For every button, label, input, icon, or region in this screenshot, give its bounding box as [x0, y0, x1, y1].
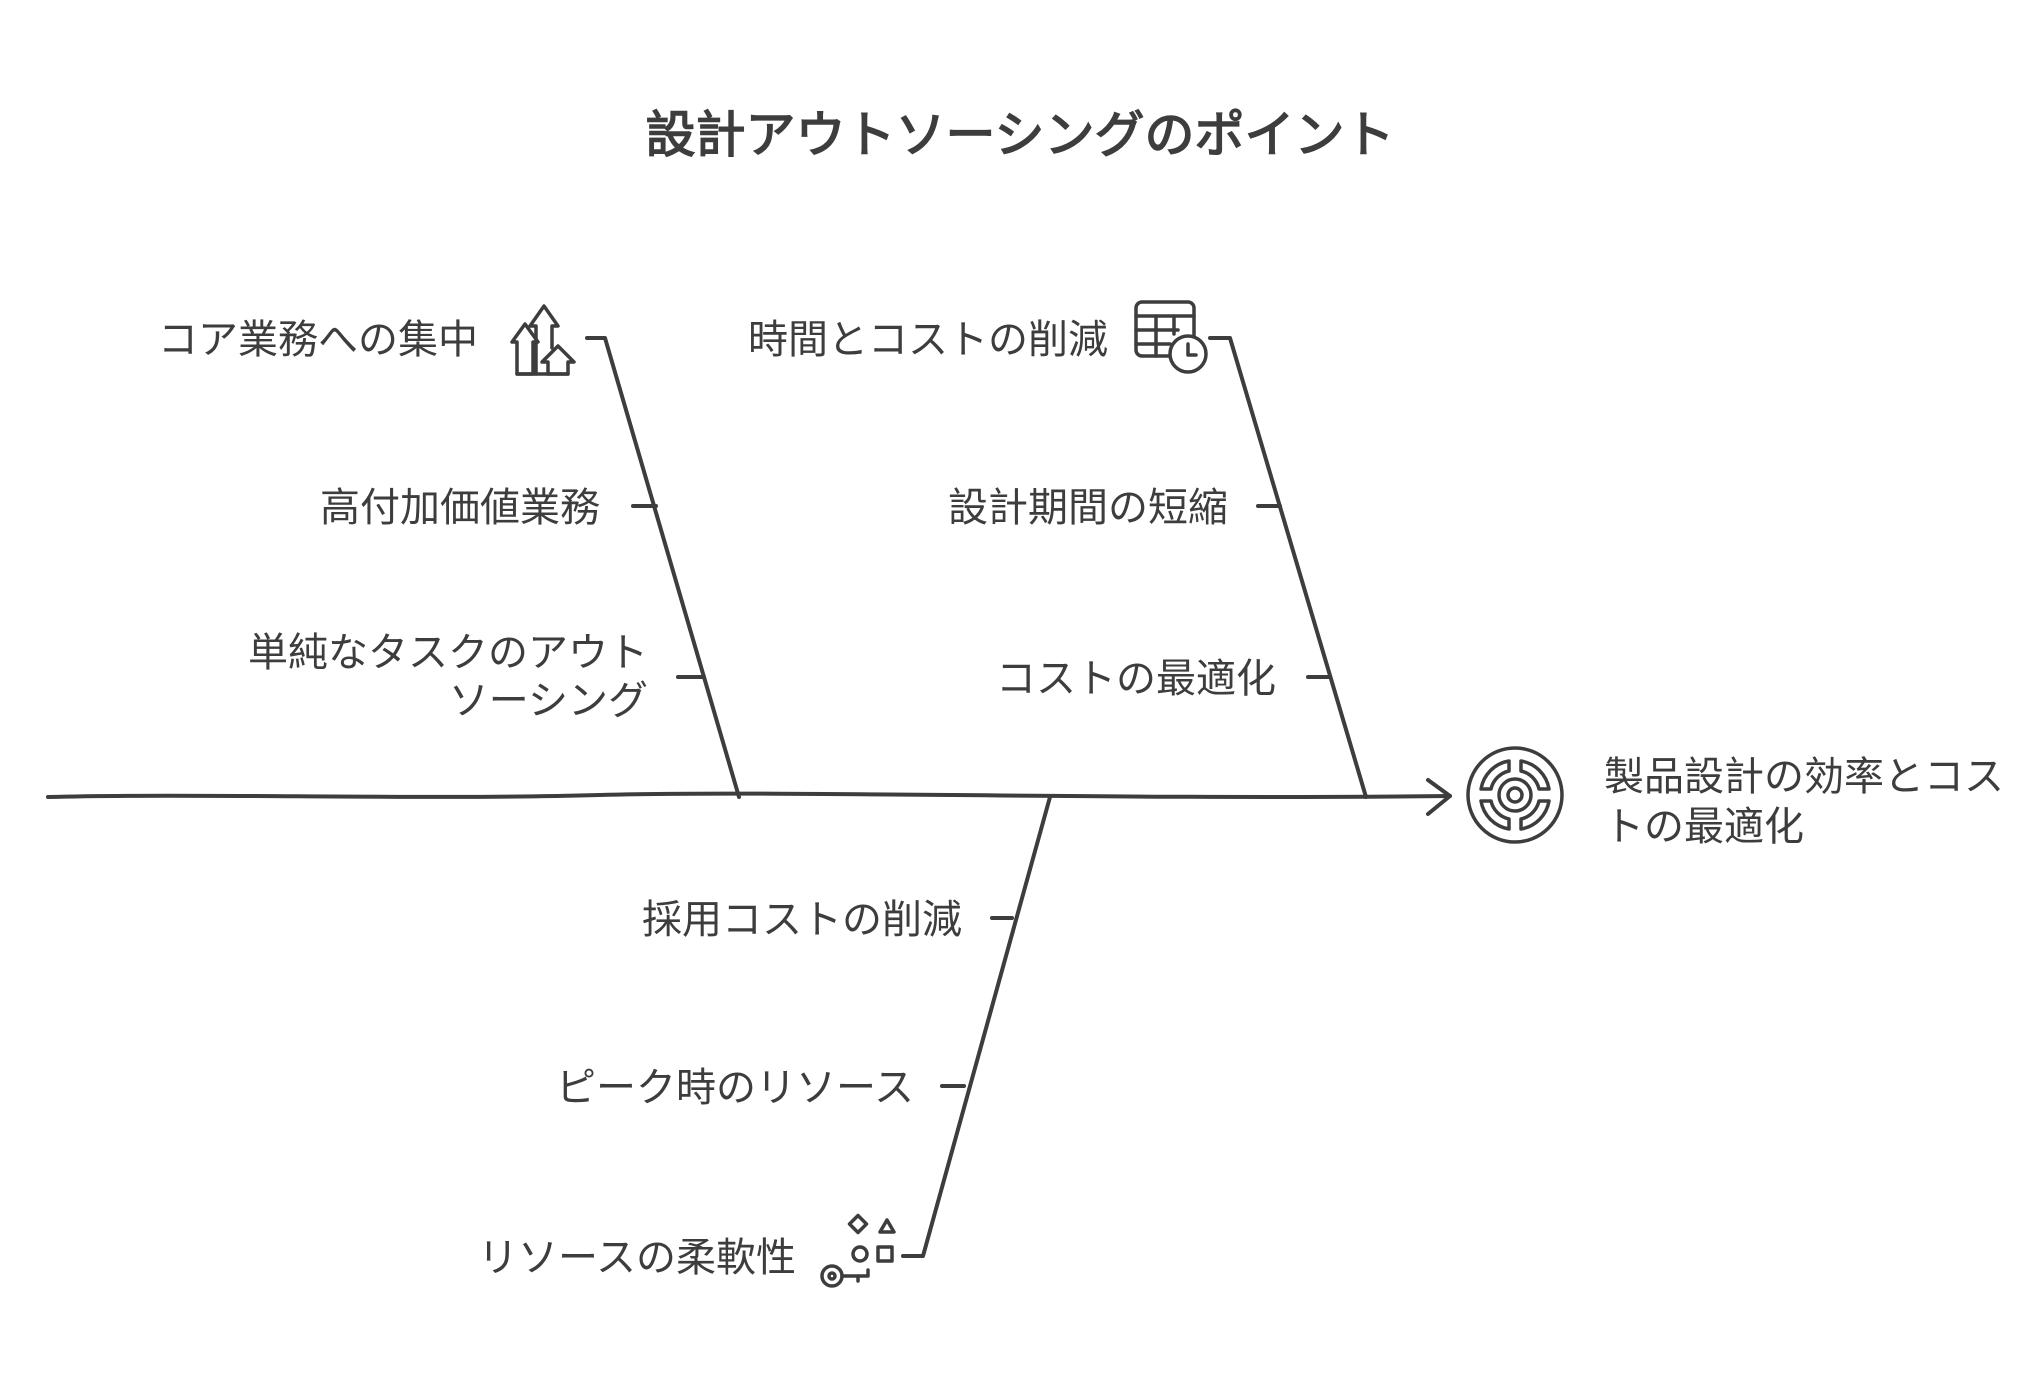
- bone-time-cost: [1208, 336, 1368, 799]
- cause-label-simple-tasks-2: ソーシング: [449, 678, 648, 724]
- spine-line: [46, 791, 1452, 799]
- cause-label-shorten-period: 設計期間の短縮: [948, 485, 1228, 531]
- diagram-title: 設計アウトソーシングのポイント: [646, 106, 1395, 164]
- calendar-clock-icon: [1134, 300, 1208, 374]
- shapes-key-icon: [820, 1213, 896, 1288]
- effect-label-line1: 製品設計の効率とコス: [1604, 754, 2004, 800]
- bone-core-focus: [585, 336, 741, 799]
- cause-label-high-value: 高付加価値業務: [320, 485, 600, 531]
- cause-label-peak-resource: ピーク時のリソース: [556, 1065, 914, 1111]
- cause-label-hiring-cost: 採用コストの削減: [642, 897, 962, 943]
- category-label-core-focus: コア業務への集中: [158, 317, 478, 363]
- category-label-time-cost: 時間とコストの削減: [748, 317, 1108, 363]
- cause-label-simple-tasks-1: 単純なタスクのアウト: [248, 630, 648, 676]
- category-label-resource-flex: リソースの柔軟性: [478, 1235, 796, 1281]
- cause-label-cost-opt: コストの最適化: [996, 656, 1276, 702]
- growth-arrows-icon: [510, 304, 576, 376]
- target-icon: [1466, 746, 1564, 844]
- bone-resource-flex: [901, 795, 1052, 1258]
- spine-arrowhead: [1426, 778, 1452, 816]
- effect-label-line2: トの最適化: [1604, 804, 1804, 850]
